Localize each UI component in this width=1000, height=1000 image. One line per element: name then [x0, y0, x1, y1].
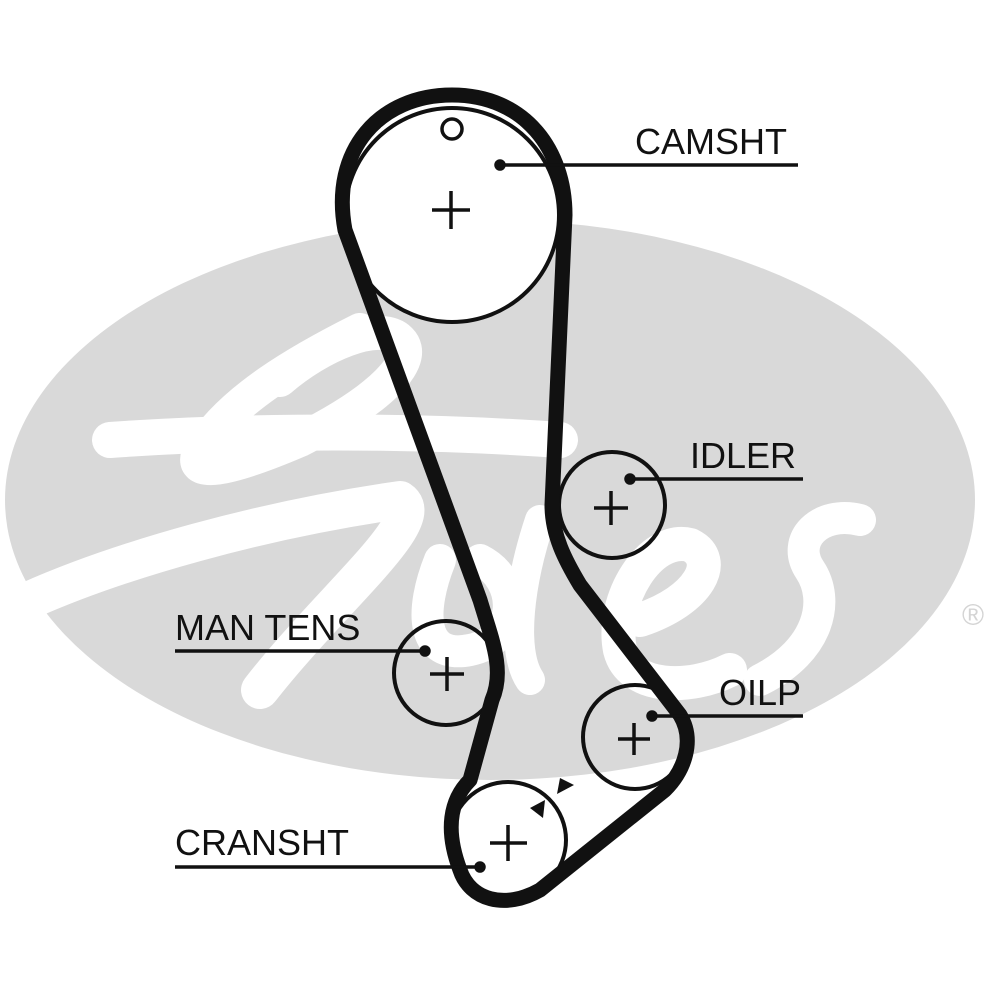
crankshaft-timing-arrow-inner-icon	[530, 800, 545, 818]
watermark-ellipse	[5, 220, 975, 780]
man-tens-leader	[175, 645, 431, 657]
gates-watermark: ®	[5, 220, 984, 780]
center-marks	[430, 191, 650, 861]
crankshaft-timing-arrow-outer-icon	[557, 778, 574, 794]
camshaft-center-icon	[432, 191, 470, 229]
crankshaft-leader	[175, 861, 486, 873]
idler-center-icon	[594, 491, 628, 525]
timing-belt	[334, 87, 695, 908]
oil-pump-center-icon	[618, 723, 650, 755]
camshaft-timing-mark-icon	[440, 117, 464, 141]
crankshaft-center-icon	[490, 825, 527, 861]
registered-mark: ®	[962, 599, 984, 632]
oil-pump-label: OILP	[719, 672, 801, 713]
oil-pump-leader	[646, 710, 803, 722]
camshaft-label: CAMSHT	[635, 121, 787, 162]
man-tens-label: MAN TENS	[175, 607, 360, 648]
idler-label: IDLER	[690, 435, 796, 476]
crankshaft-label: CRANSHT	[175, 822, 349, 863]
camshaft-leader	[494, 159, 798, 171]
idler-leader	[624, 473, 803, 485]
man-tens-center-icon	[430, 657, 464, 691]
